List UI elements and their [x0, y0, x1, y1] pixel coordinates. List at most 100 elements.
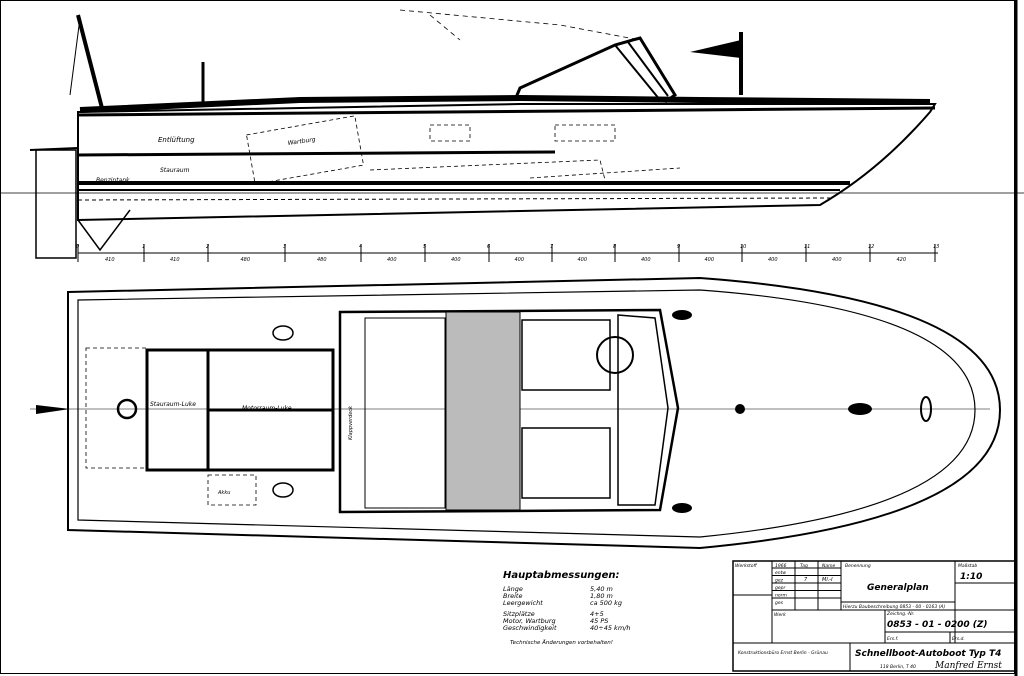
stern-flag [69, 17, 81, 96]
stern-flagpole [76, 14, 105, 113]
propeller-shaft [77, 209, 131, 252]
plant-label: Werk [774, 612, 786, 618]
replaced-by-label: Ers.d. [952, 636, 965, 642]
label-battery: Akku [217, 490, 230, 496]
station-spacing: 400 [387, 257, 397, 263]
label-storage: Stauraum [160, 167, 190, 174]
scale-label: Maßstab [958, 563, 977, 569]
designation: Generalplan [867, 583, 929, 593]
gunwale [79, 94, 931, 113]
label-engine: Wartburg [287, 136, 316, 147]
station-number: 4 [359, 244, 362, 250]
title-block-text: Werkstoff 1966 Tag Name 7 Ml.-I Benennun… [735, 563, 1002, 671]
station-spacing: 410 [170, 257, 180, 263]
windscreen-frame [513, 36, 678, 104]
title-block-row-label: gez [775, 579, 784, 584]
dimension-value: ca 500 kg [590, 599, 622, 607]
bow-eye [920, 396, 932, 422]
deck-line [77, 106, 936, 117]
design-office: Konstruktionsbüro Ernst Berlin - Grünau [738, 650, 828, 656]
title-block-row-label: entw [775, 570, 786, 576]
station-number: 12 [868, 244, 874, 250]
rear-seat [364, 317, 446, 509]
station-number: 13 [933, 244, 939, 250]
front-seat-starboard [521, 427, 611, 499]
fuel-filler-cap [116, 398, 138, 420]
station-number: 8 [613, 244, 616, 250]
drawn-name: Ml.-I [822, 577, 833, 583]
address: 118 Berlin, T 40 [880, 664, 916, 670]
station-number: 7 [550, 244, 554, 250]
year: 1966 [775, 563, 787, 569]
dimension-value: 4+5 [590, 610, 604, 618]
dimension-value: 5,40 m [590, 585, 613, 593]
drawing-number: 0853 - 01 - 0200 (Z) [887, 620, 988, 630]
seat-outline [369, 159, 681, 181]
station-number: 3 [283, 244, 286, 250]
title-block-row-label: ges [775, 601, 784, 606]
station-number: 9 [677, 244, 680, 250]
title-block-row-label: norm [775, 593, 787, 599]
front-seat-port [521, 319, 611, 391]
station-spacing: 400 [641, 257, 651, 263]
dimension-label: Sitzplätze [503, 610, 535, 618]
drawing-no-label: Zeichng.-Nr. [886, 611, 915, 617]
label-tank: Benzintank [96, 177, 130, 184]
floor-grating [445, 311, 521, 511]
bow-flag [690, 40, 741, 58]
replaces-label: Ers.f. [887, 636, 898, 642]
station-spacing: 400 [578, 257, 588, 263]
station-number: 6 [487, 244, 490, 250]
dimension-label: Motor, Wartburg [503, 617, 556, 625]
reference: Hierzu Baubeschreibung 0853 - 00 - 0163 … [843, 604, 945, 610]
changes-note: Technische Änderungen vorbehalten! [510, 639, 613, 646]
title-block-row-label: gepr [775, 585, 786, 591]
hull-outline [77, 103, 937, 222]
station-number: 5 [423, 244, 426, 250]
material-label: Werkstoff [735, 563, 758, 569]
station-spacing: 400 [515, 257, 525, 263]
engine-outline [246, 115, 364, 185]
label-folding-top: Klappverdeck [348, 405, 354, 440]
outboard-bracket [36, 405, 70, 414]
label-vent: Entlüftung [158, 136, 195, 144]
dimension-label: Länge [503, 585, 523, 593]
station-spacing: 480 [317, 257, 327, 263]
station-number: 2 [206, 244, 209, 250]
day-label: Tag [800, 563, 808, 569]
inner-strake [77, 150, 556, 157]
station-spacing: 400 [451, 257, 461, 263]
transom-rudder [35, 149, 77, 259]
station-number: 11 [804, 244, 810, 250]
station-spacing: 480 [241, 257, 251, 263]
dimension-label: Leergewicht [503, 599, 543, 607]
dimension-value: 45 PS [590, 617, 608, 625]
main-dimensions: Hauptabmessungen: Länge 5,40 m Breite 1,80 … [503, 570, 630, 646]
drawn-day: 7 [804, 577, 808, 583]
plan-view: Stauraum-Luke Motorraum-Luke Akku Klappv… [30, 276, 1002, 550]
bow-light [848, 403, 872, 415]
battery-outline [207, 474, 257, 506]
steering-wheel [596, 336, 634, 374]
designation-label: Benennung [845, 563, 871, 569]
scale-value: 1:10 [960, 572, 982, 582]
station-spacing: 400 [768, 257, 778, 263]
side-view: Entlüftung Stauraum Wartburg Benzintank [0, 9, 1024, 259]
dimension-label: Breite [503, 592, 522, 600]
deck-fitting [735, 404, 745, 414]
main-dimensions-title: Hauptabmessungen: [503, 570, 619, 581]
station-spacing: 400 [705, 257, 715, 263]
dimension-value: 1,80 m [590, 592, 613, 600]
cleat [672, 310, 692, 320]
name-label: Name [822, 563, 836, 569]
signature: Manfred Ernst [934, 661, 1002, 671]
cleat [672, 503, 692, 513]
station-number: 0 [76, 244, 79, 250]
station-spacing: 400 [832, 257, 842, 263]
station-number: 10 [740, 244, 746, 250]
station-number: 1 [142, 244, 145, 250]
label-engine-hatch: Motorraum-Luke [242, 405, 292, 412]
